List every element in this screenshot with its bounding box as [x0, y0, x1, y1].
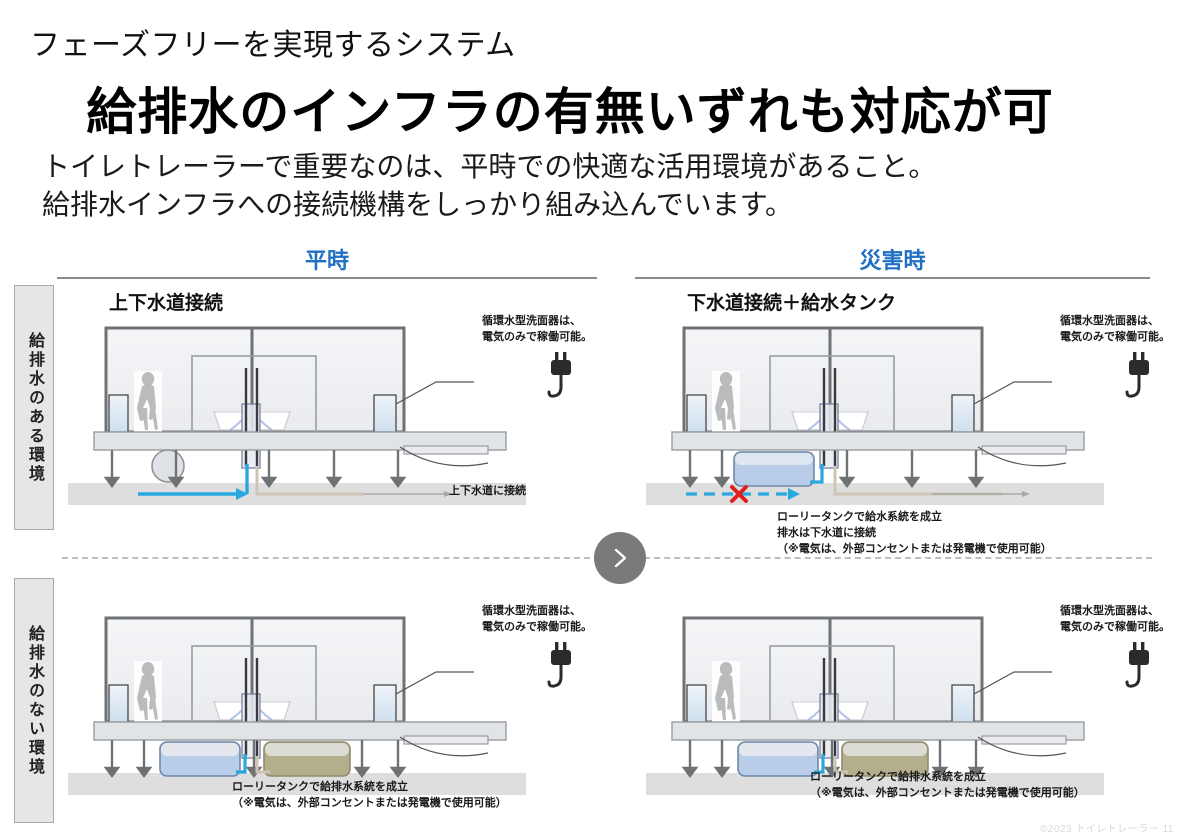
power-plug-icon [547, 642, 571, 688]
column-header-disaster: 災害時 [859, 248, 926, 273]
person-silhouette-icon [715, 372, 736, 430]
callout-tr-line2: 電気のみで稼働可能。 [1060, 331, 1170, 343]
annotation-bl: ローリータンクで給排水系統を成立 （※電気は、外部コンセントまたは発電機で使用可… [232, 780, 507, 812]
callout-tl-line2: 電気のみで稼働可能。 [482, 331, 592, 343]
trailer-illustration-tr [646, 326, 1104, 505]
annotation-bl-line2: （※電気は、外部コンセントまたは発電機で使用可能） [232, 796, 507, 809]
annotation-tr-line1: ローリータンクで給水系統を成立 [777, 511, 942, 523]
person-silhouette-icon [137, 662, 158, 720]
callout-br-line1: 循環水型洗面器は、 [1060, 605, 1159, 617]
callout-bl-line1: 循環水型洗面器は、 [482, 605, 581, 617]
panel-disaster-with-infrastructure: 下水道接続＋給水タンク [642, 288, 1182, 555]
page-title: 給排水のインフラの有無いずれも対応が可 [86, 84, 1054, 140]
annotation-tr-line2: 排水は下水道に接続 [777, 526, 876, 539]
person-silhouette-icon [137, 372, 158, 430]
column-header-normal: 平時 [304, 248, 349, 273]
power-plug-icon [1125, 642, 1149, 688]
lead-line-2: 給排水インフラへの接続機構をしっかり組み込んでいます。 [42, 188, 793, 220]
annotation-br-line1: ローリータンクで給排水系統を成立 [810, 771, 986, 783]
trailer-illustration-br [646, 616, 1104, 795]
panel-disaster-without-infrastructure: ローリータンクで給排水系統を成立 （※電気は、外部コンセントまたは発電機で使用可… [642, 588, 1182, 834]
panel-normal-with-infrastructure: 上下水道接続 [64, 288, 604, 533]
basin-pair-icon [213, 411, 291, 431]
row-label-without-infrastructure-text: 給排水のない環境 [26, 624, 43, 777]
row-label-with-infrastructure: 給排水のある環境 [14, 285, 54, 530]
annotation-tr: ローリータンクで給水系統を成立 排水は下水道に接続 （※電気は、外部コンセントま… [777, 510, 1052, 558]
progress-chevron-icon [594, 532, 646, 584]
power-plug-icon [1125, 352, 1149, 398]
column-rule-left [57, 277, 597, 279]
blocked-supply-arrow [686, 485, 800, 503]
callout-tr-line1: 循環水型洗面器は、 [1060, 315, 1159, 327]
annotation-tl-ground: 上下水道に接続 [449, 485, 526, 497]
lead-line-1: トイレトレーラーで重要なのは、平時での快適な活用環境があること。 [42, 151, 937, 182]
trailer-illustration-bl [68, 616, 526, 795]
slide-eyebrow: フェーズフリーを実現するシステム [30, 29, 516, 62]
annotation-tr-line3: （※電気は、外部コンセントまたは発電機で使用可能） [777, 542, 1052, 555]
panel-tr-subhead: 下水道接続＋給水タンク [687, 293, 897, 314]
callout-bl-line2: 電気のみで稼働可能。 [482, 621, 592, 633]
annotation-br-line2: （※電気は、外部コンセントまたは発電機で使用可能） [810, 786, 1085, 799]
row-label-with-infrastructure-text: 給排水のある環境 [26, 331, 43, 484]
trailer-illustration-tl [68, 326, 526, 505]
person-silhouette-icon [715, 662, 736, 720]
row-label-without-infrastructure: 給排水のない環境 [14, 578, 54, 823]
annotation-bl-line1: ローリータンクで給排水系統を成立 [232, 781, 408, 793]
water-supply-arrow [138, 464, 249, 496]
panel-tl-subhead: 上下水道接続 [109, 293, 224, 314]
slide-footnote: ©2023 トイレトレーラー 11 [1039, 824, 1174, 834]
basin-pair-icon [791, 701, 869, 721]
power-plug-icon [547, 352, 571, 398]
slide-lead-text: トイレトレーラーで重要なのは、平時での快適な活用環境があること。 給排水インフラ… [42, 148, 936, 224]
callout-br-line2: 電気のみで稼働可能。 [1060, 621, 1170, 633]
annotation-br: ローリータンクで給排水系統を成立 （※電気は、外部コンセントまたは発電機で使用可… [810, 770, 1085, 802]
callout-tl-line1: 循環水型洗面器は、 [482, 315, 581, 327]
column-rule-right [635, 277, 1150, 279]
panel-normal-without-infrastructure: ローリータンクで給排水系統を成立 （※電気は、外部コンセントまたは発電機で使用可… [64, 588, 604, 833]
blocked-x-icon [730, 485, 748, 503]
